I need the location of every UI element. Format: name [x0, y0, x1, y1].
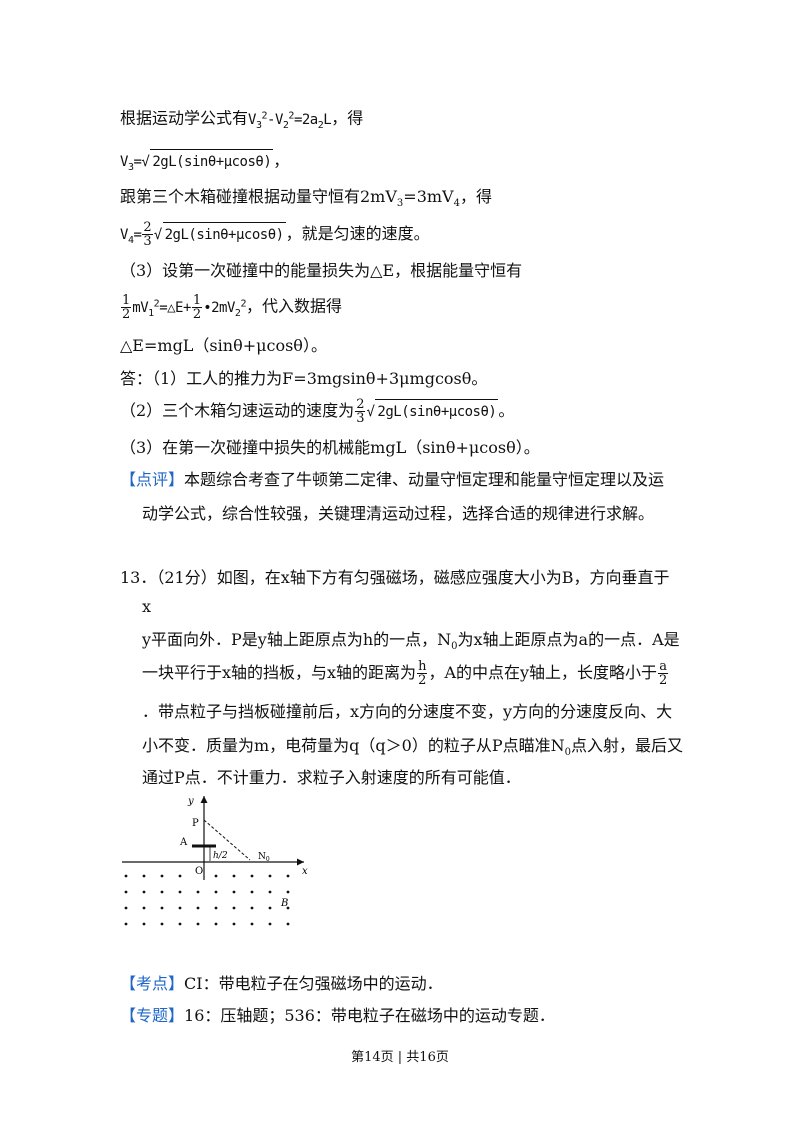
eq-v3: V3=√2gL(sinθ+μcosθ): [120, 149, 274, 173]
field-dot: [196, 922, 200, 926]
field-dot: [124, 906, 128, 910]
y-label: y: [187, 796, 194, 807]
field-dot: [178, 890, 182, 894]
field-dot: [214, 922, 218, 926]
trajectory-line: [203, 819, 251, 861]
field-dot: [286, 922, 290, 926]
eq-v4: V4=: [120, 227, 142, 246]
field-dot: [232, 890, 236, 894]
field-dot: [124, 922, 128, 926]
field-dot: [214, 890, 218, 894]
field-dot: [232, 922, 236, 926]
a-label: A: [179, 837, 188, 848]
field-dot: [214, 874, 218, 878]
magnetic-field-diagram: y x P A O h/2 N0 B: [122, 796, 308, 926]
energy-intro-line: （3）设第一次碰撞中的能量损失为△E，根据能量守恒有: [120, 261, 523, 280]
field-dot: [160, 890, 164, 894]
q13-line-5: ．带点粒子与挡板碰撞前后，x方向的分速度不变，y方向的分速度反向、大: [142, 702, 673, 721]
field-dot: [250, 906, 254, 910]
field-dot: [286, 906, 290, 910]
field-dot: [142, 874, 146, 878]
field-dot: [142, 906, 146, 910]
eq-v3sq-v2sq: V32-V22=2a2L: [248, 110, 332, 131]
answer-1: 答：（1）工人的推力为F=3mgsinθ+3μmgcosθ。: [120, 369, 488, 388]
review-line-1: 【点评】本题综合考查了牛顿第二定律、动量守恒定理和能量守恒定理以及运: [120, 470, 665, 489]
q13-line-7: 通过P点．不计重力．求粒子入射速度的所有可能值．: [142, 768, 521, 787]
b-label: B: [280, 898, 288, 909]
p-label: P: [192, 818, 199, 829]
kaodian-tag: 【考点】: [120, 974, 185, 993]
field-dot: [124, 890, 128, 894]
field-dot: [178, 906, 182, 910]
field-dot: [268, 906, 272, 910]
page-footer: 第14页 | 共16页: [351, 1050, 449, 1065]
v3-result-line: V3=√2gL(sinθ+μcosθ)，: [120, 149, 290, 173]
field-dot: [178, 922, 182, 926]
review-tag: 【点评】: [120, 470, 185, 489]
field-dot: [142, 922, 146, 926]
field-dot: [214, 906, 218, 910]
field-dots: [124, 874, 290, 926]
q13-line-2: x: [142, 597, 152, 616]
field-dot: [196, 906, 200, 910]
field-dot: [196, 890, 200, 894]
field-dot: [232, 906, 236, 910]
field-dot: [250, 874, 254, 878]
o-label: O: [195, 866, 203, 877]
zhuanti-line: 【专题】16：压轴题；536：带电粒子在磁场中的运动专题．: [120, 1006, 555, 1025]
h2-label: h/2: [213, 851, 228, 861]
delta-e-result: △E=mgL（sinθ+μcosθ）。: [120, 336, 327, 355]
field-dot: [124, 874, 128, 878]
field-dot: [160, 922, 164, 926]
n0-label: N0: [258, 852, 270, 863]
field-dot: [178, 874, 182, 878]
field-dot: [142, 890, 146, 894]
q13-line-1: 13．（21分）如图，在x轴下方有匀强磁场，磁感应强度大小为B，方向垂直于: [120, 568, 670, 587]
field-dot: [232, 874, 236, 878]
field-dot: [286, 874, 290, 878]
q13-line-6: 小不变．质量为m，电荷量为q（q＞0）的粒子从P点瞄准N0点入射，最后又: [142, 736, 683, 759]
field-dot: [250, 890, 254, 894]
kinematics-line: 根据运动学公式有V32-V22=2a2L，得: [120, 108, 364, 131]
momentum-line: 跟第三个木箱碰撞根据动量守恒有2mV3=3mV4，得: [120, 187, 492, 210]
zhuanti-tag: 【专题】: [120, 1006, 185, 1025]
review-line-2: 动学公式，综合性较强，关键理清运动过程，选择合适的规律进行求解。: [142, 504, 655, 523]
field-dot: [268, 890, 272, 894]
answer-3: （3）在第一次碰撞中损失的机械能mgL（sinθ+μcosθ）。: [120, 438, 540, 457]
field-dot: [160, 906, 164, 910]
field-dot: [268, 922, 272, 926]
field-dot: [286, 890, 290, 894]
field-dot: [160, 874, 164, 878]
field-dot: [250, 922, 254, 926]
x-label: x: [302, 866, 308, 877]
q13-line-3: y平面向外．P是y轴上距原点为h的一点，N0为x轴上距原点为a的一点．A是: [142, 630, 680, 653]
field-dot: [268, 874, 272, 878]
kaodian-line: 【考点】CI：带电粒子在匀强磁场中的运动．: [120, 974, 443, 993]
